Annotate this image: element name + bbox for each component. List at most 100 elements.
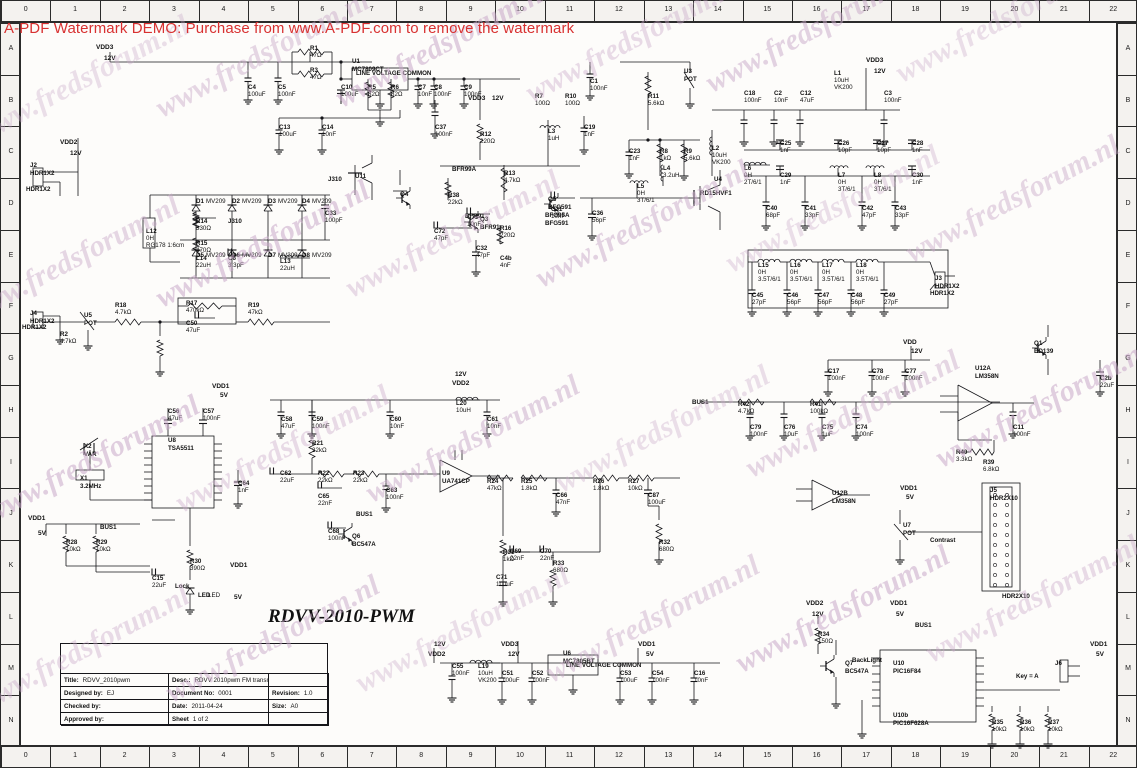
capacitor-ref: C77 — [905, 368, 917, 375]
resistor-ref: R3 — [310, 67, 318, 74]
resistor-ref: R22 — [318, 470, 330, 477]
inductor-value: 10uH — [456, 407, 471, 414]
title-block-key: Designed by: — [64, 689, 103, 697]
ruler-tick: 12 — [615, 6, 623, 13]
capacitor-ref: C57 — [203, 408, 215, 415]
inductor-note: VK200 — [712, 159, 731, 166]
diode-value: MV209 — [278, 198, 298, 205]
ruler-tick: B — [1125, 96, 1131, 104]
capacitor-value: 100uF — [341, 91, 359, 98]
ruler-tick: 15 — [763, 752, 772, 759]
capacitor-value: 10nF — [418, 91, 433, 98]
capacitor-ref: C79 — [750, 424, 762, 431]
capacitor-ref: C41 — [805, 205, 817, 212]
drawing-frame — [20, 22, 1117, 746]
ruler-tick: N — [8, 717, 14, 725]
net-label: VDD3 — [468, 95, 486, 102]
diode-ref: D6 — [232, 252, 240, 259]
annotation-label: BUS1 — [915, 622, 932, 629]
net-label: 12V — [508, 651, 520, 658]
net-label: VDD — [903, 339, 917, 346]
capacitor-ref: C70 — [540, 548, 552, 555]
diode-value: MV209 — [242, 198, 262, 205]
ruler-tick: J — [1126, 510, 1130, 518]
capacitor-value: 1nF — [780, 179, 791, 186]
net-label: VDD1 — [1090, 641, 1108, 648]
resistor-ref: R32 — [659, 539, 671, 546]
diode-value: MV209 — [312, 198, 332, 205]
annotation-label: J310 — [228, 218, 242, 225]
inductor-ref: L3 — [548, 128, 556, 135]
net-label: 12V — [812, 611, 824, 618]
component-ref: U10b — [893, 712, 909, 719]
capacitor-ref: C12 — [800, 90, 812, 97]
resistor-value: 82Ω — [391, 91, 403, 98]
resistor-ref: R8 — [660, 148, 668, 155]
net-label: 5V — [234, 594, 242, 601]
capacitor-value: 56pF — [787, 299, 802, 306]
component-value: PIC16F84 — [893, 668, 921, 675]
capacitor-value: 100nF — [750, 431, 768, 438]
component-ref: U8 — [168, 437, 176, 444]
capacitor-value: 56pF — [851, 299, 866, 306]
capacitor-ref: C9 — [464, 84, 472, 91]
inductor-ref: L6 — [744, 165, 752, 172]
resistor-ref: R34 — [818, 631, 830, 638]
capacitor-ref: C14 — [322, 124, 334, 131]
resistor-ref: R9 — [684, 148, 692, 155]
page-title: RDVV-2010-PWM — [268, 606, 415, 627]
capacitor-ref: C52 — [532, 670, 544, 677]
ruler-tick: 16 — [812, 752, 821, 759]
component-ref: U3 — [684, 68, 692, 75]
annotation-label: LINE VOLTAGE COMMON — [356, 70, 432, 77]
capacitor-value: 47uF — [186, 327, 201, 334]
capacitor-value: 1nF — [584, 131, 595, 138]
capacitor-ref: C53 — [620, 670, 632, 677]
resistor-ref: R1 — [310, 45, 318, 52]
capacitor-ref: C2 — [774, 90, 782, 97]
capacitor-ref: C13 — [279, 124, 291, 131]
inductor-note: 3.5T/6/1 — [758, 276, 781, 283]
annotation-label: LINE VOLTAGE COMMON — [566, 662, 642, 669]
annotation-label: BackLight — [852, 657, 882, 664]
component-ref: J4 — [30, 310, 37, 317]
capacitor-ref: C73 — [467, 214, 479, 221]
capacitor-value: 47uF — [800, 97, 815, 104]
ruler-tick: 2 — [122, 752, 127, 759]
component-value: HDR1X2 — [935, 283, 960, 290]
capacitor-value: 100uF — [620, 677, 638, 684]
title-block-key: Checked by: — [64, 702, 101, 710]
capacitor-ref: C45 — [752, 292, 764, 299]
annotation-label: BFR99A — [452, 166, 477, 173]
title-block-cell — [269, 713, 329, 726]
inductor-note: 3.5T/6/1 — [822, 276, 845, 283]
net-label: 12V — [911, 348, 923, 355]
capacitor-ref: C75 — [822, 424, 834, 431]
capacitor-value: 1uF — [822, 431, 833, 438]
resistor-ref: R23 — [353, 470, 365, 477]
capacitor-ref: C87 — [648, 492, 660, 499]
ruler-tick: 8 — [419, 6, 424, 13]
component-value: BFR91 — [480, 224, 500, 231]
ruler-tick: 22 — [1109, 752, 1118, 759]
title-block-value: 1.0 — [303, 689, 313, 697]
ruler-tick: D — [1125, 200, 1131, 207]
capacitor-value: 68pF — [766, 212, 781, 219]
capacitor-ref: C16 — [694, 670, 706, 677]
capacitor-ref: C8 — [434, 84, 442, 91]
resistor-ref: R5 — [368, 84, 376, 91]
ruler-tick: 7 — [369, 6, 374, 13]
component-ref: J3 — [935, 275, 942, 282]
capacitor-value: 100nF — [828, 375, 846, 382]
resistor-ref: R17 — [186, 300, 198, 307]
ruler-tick: 6 — [320, 6, 325, 13]
title-block-cell: Approved by: — [61, 713, 169, 726]
title-block-cell: Title:RDVV_2010pwm — [61, 674, 169, 687]
capacitor-value: 27pF — [752, 299, 767, 306]
diode-value: MV209 — [206, 198, 226, 205]
component-value: 3.2MHz — [80, 483, 102, 490]
capacitor-value: 22nF — [510, 555, 525, 562]
component-value: HDR2X10 — [990, 495, 1018, 502]
